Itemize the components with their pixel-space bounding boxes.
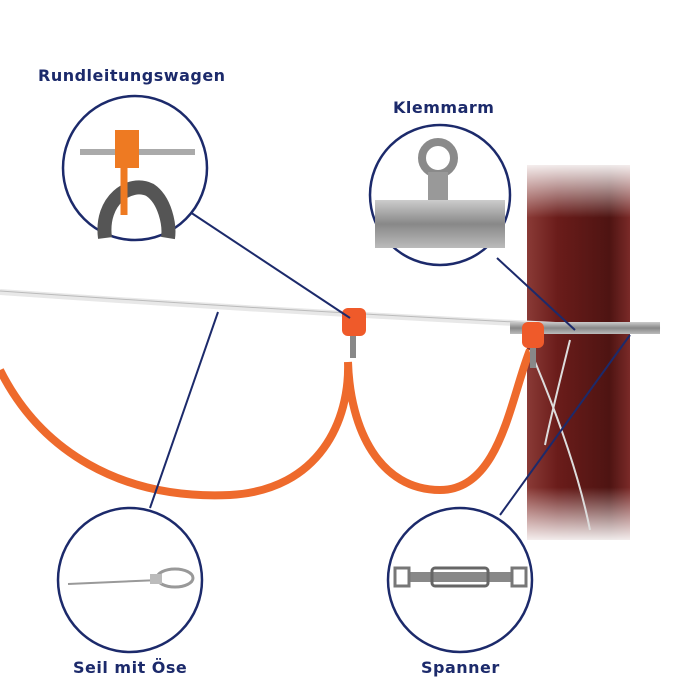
detail-circle-rope-eye	[56, 506, 204, 654]
trolley-icon	[342, 308, 366, 358]
label-trolley: Rundleitungswagen	[38, 66, 226, 85]
label-clamp-arm: Klemmarm	[393, 98, 495, 117]
label-rope-eye: Seil mit Öse	[73, 658, 188, 677]
detail-circle-tensioner	[386, 506, 534, 654]
detail-circle-clamp-arm	[368, 123, 512, 267]
leader-lines	[149, 211, 631, 516]
clamp-bar	[510, 322, 660, 334]
orange-cable	[0, 348, 534, 500]
trolley-icon	[522, 322, 544, 368]
detail-circle-trolley	[61, 94, 209, 242]
steel-post	[520, 160, 637, 545]
white-wire	[544, 339, 571, 446]
label-tensioner: Spanner	[421, 658, 500, 677]
white-wire	[529, 349, 591, 531]
